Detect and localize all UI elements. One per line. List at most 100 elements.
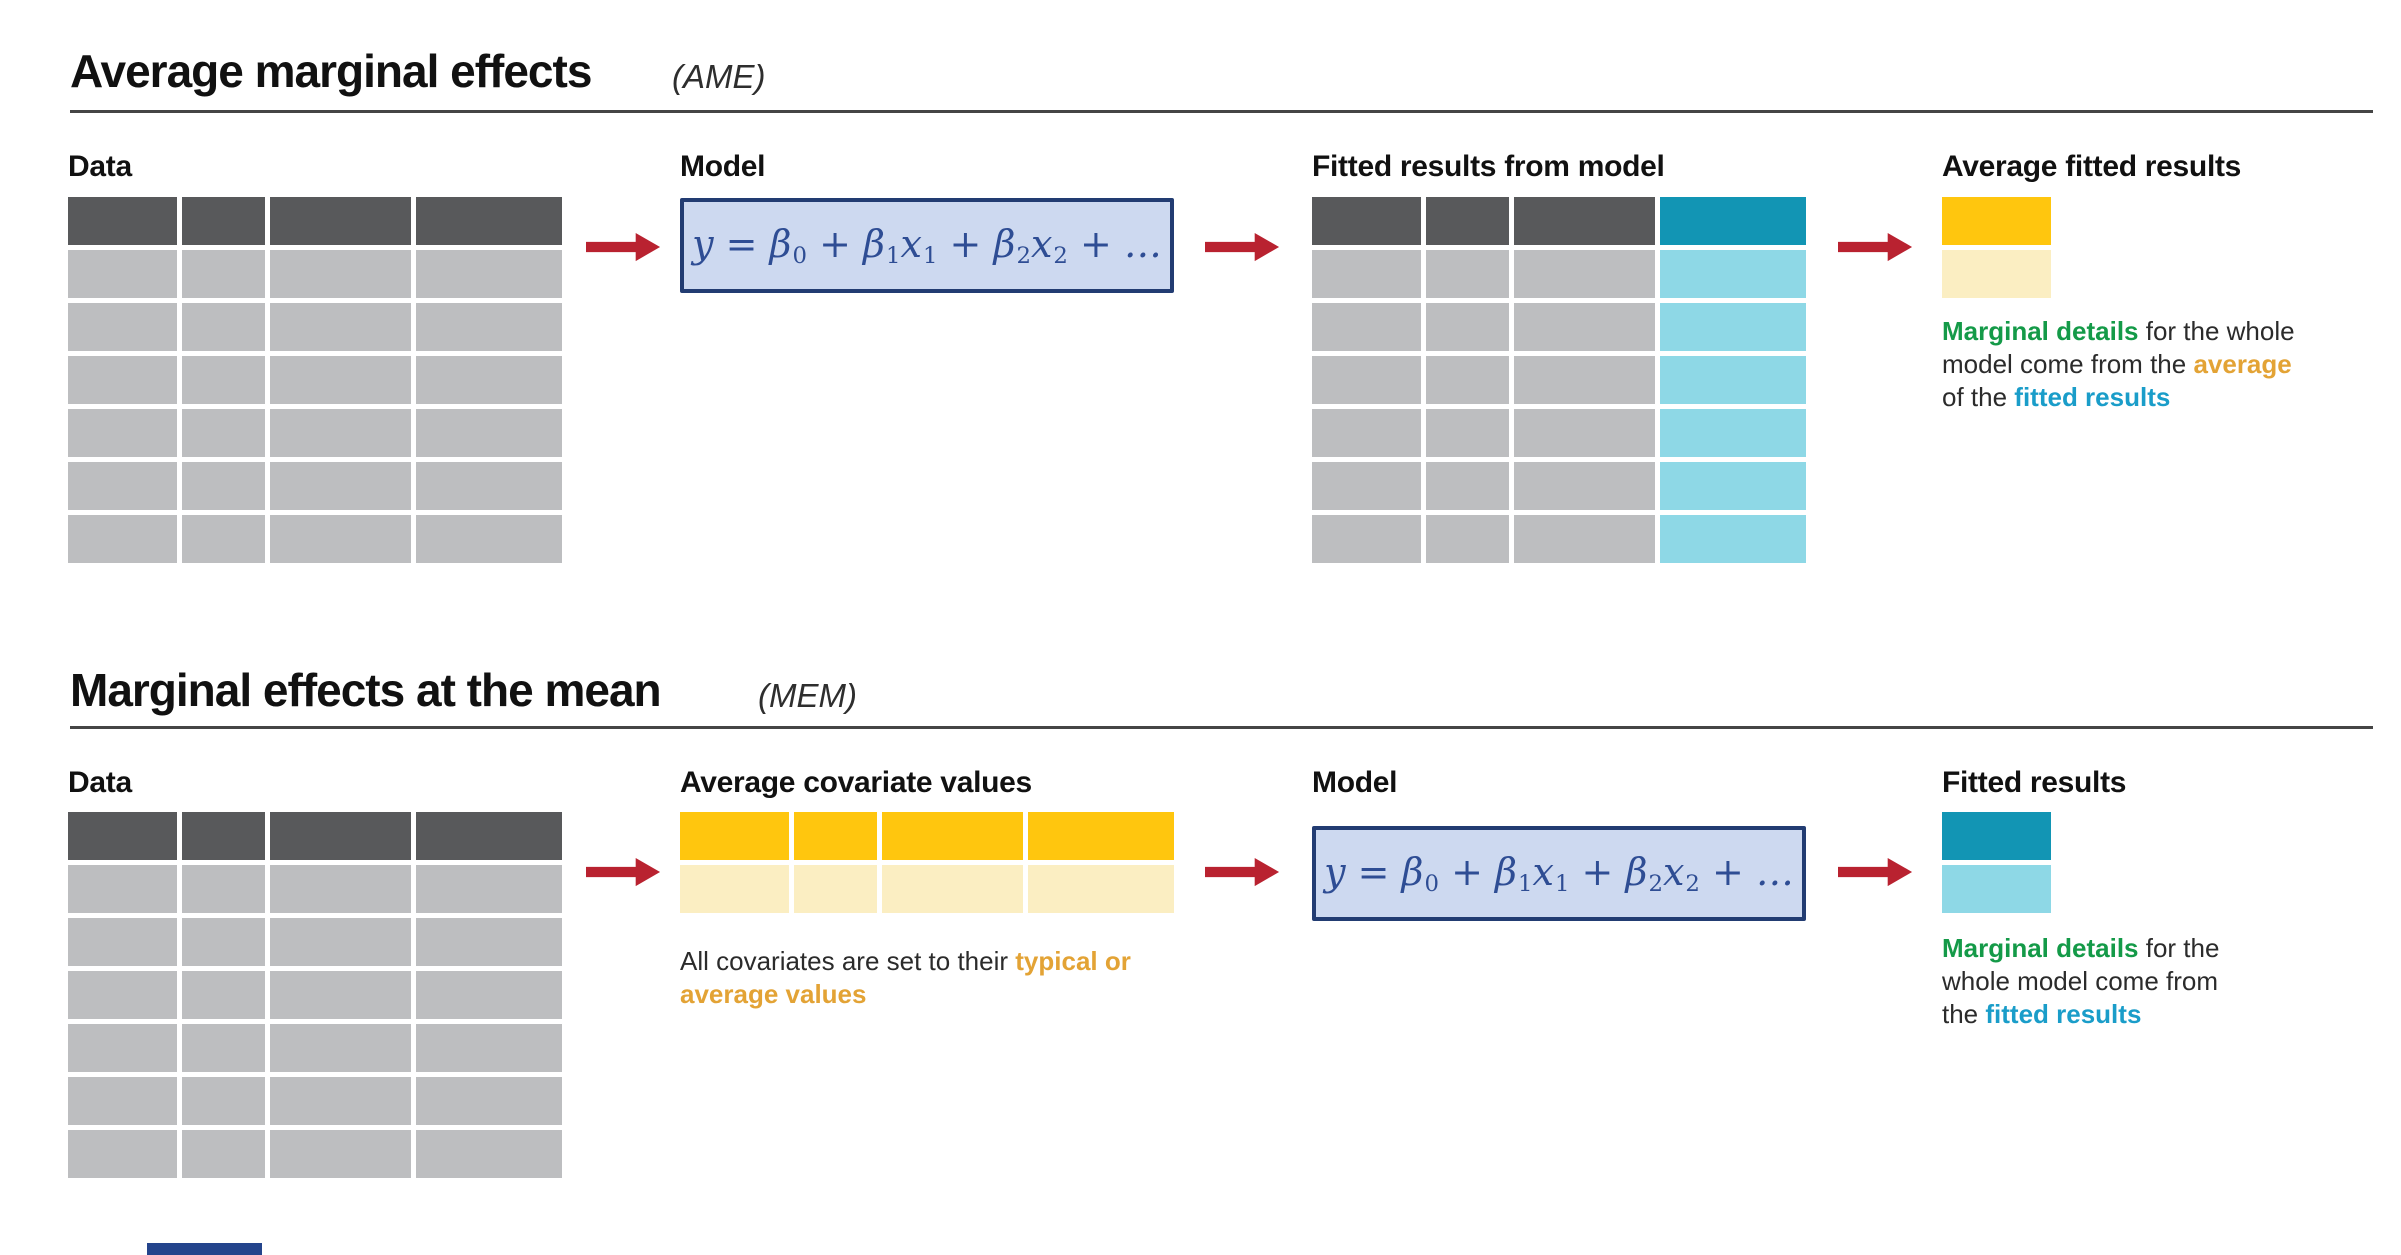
table-cell bbox=[182, 1077, 265, 1125]
table-cell bbox=[1514, 409, 1655, 457]
flow-arrow-icon bbox=[586, 232, 661, 262]
caption-segment: for the bbox=[2138, 933, 2220, 963]
section-mem-tag: (MEM) bbox=[758, 677, 857, 714]
heading-data-1: Data bbox=[68, 150, 132, 183]
table-cell bbox=[1312, 462, 1421, 510]
caption-segment: Marginal details bbox=[1942, 933, 2139, 963]
table-cell bbox=[416, 197, 562, 245]
table-cell bbox=[182, 865, 265, 913]
caption-segment: average values bbox=[680, 979, 867, 1009]
table-cell bbox=[1426, 303, 1509, 351]
table-cell bbox=[882, 865, 1023, 913]
caption-segment: fitted results bbox=[2014, 382, 2171, 412]
table-cell bbox=[1028, 812, 1174, 860]
table-cell bbox=[68, 250, 177, 298]
table-cell bbox=[270, 250, 411, 298]
data-table-2 bbox=[68, 812, 562, 1178]
heading-model-1: Model bbox=[680, 150, 766, 183]
table-cell bbox=[1312, 356, 1421, 404]
table-cell bbox=[270, 1077, 411, 1125]
heading-model-2: Model bbox=[1312, 766, 1398, 799]
table-cell bbox=[416, 250, 562, 298]
table-cell bbox=[416, 865, 562, 913]
section-ame-title: Average marginal effects bbox=[70, 45, 592, 97]
table-cell bbox=[794, 865, 877, 913]
table-cell bbox=[1660, 462, 1806, 510]
table-cell bbox=[1426, 409, 1509, 457]
caption-segment: typical or bbox=[1015, 946, 1131, 976]
caption-segment: average bbox=[2193, 349, 2292, 379]
caption-segment: of the bbox=[1942, 382, 2015, 412]
table-cell bbox=[416, 971, 562, 1019]
table-cell bbox=[270, 303, 411, 351]
covariate-caption: All covariates are set to their typical … bbox=[680, 945, 1131, 1011]
table-cell bbox=[1426, 250, 1509, 298]
table-cell bbox=[182, 303, 265, 351]
table-cell bbox=[1514, 462, 1655, 510]
caption-segment: for the whole bbox=[2138, 316, 2295, 346]
table-cell bbox=[270, 356, 411, 404]
caption-segment: whole model come from bbox=[1942, 966, 2218, 996]
table-cell bbox=[1660, 515, 1806, 563]
average-fitted-swatch-light bbox=[1942, 250, 2051, 298]
table-cell bbox=[416, 515, 562, 563]
table-cell bbox=[1660, 250, 1806, 298]
table-cell bbox=[182, 1130, 265, 1178]
heading-average-fitted-results: Average fitted results bbox=[1942, 150, 2242, 183]
table-cell bbox=[1312, 303, 1421, 351]
table-cell bbox=[1660, 356, 1806, 404]
table-cell bbox=[182, 462, 265, 510]
table-cell bbox=[270, 812, 411, 860]
table-cell bbox=[68, 356, 177, 404]
heading-data-2: Data bbox=[68, 766, 132, 799]
table-cell bbox=[1312, 515, 1421, 563]
table-cell bbox=[1660, 197, 1806, 245]
table-cell bbox=[182, 197, 265, 245]
table-cell bbox=[68, 971, 177, 1019]
table-cell bbox=[416, 409, 562, 457]
flow-arrow-icon bbox=[1205, 232, 1280, 262]
table-cell bbox=[270, 462, 411, 510]
table-cell bbox=[1514, 515, 1655, 563]
table-cell bbox=[182, 515, 265, 563]
caption-segment: Marginal details bbox=[1942, 316, 2139, 346]
table-cell bbox=[416, 1024, 562, 1072]
table-cell bbox=[680, 812, 789, 860]
table-cell bbox=[270, 1130, 411, 1178]
table-cell bbox=[1514, 197, 1655, 245]
table-cell bbox=[182, 250, 265, 298]
table-cell bbox=[882, 812, 1023, 860]
fitted-swatch-light bbox=[1942, 865, 2051, 913]
table-cell bbox=[1426, 462, 1509, 510]
table-cell bbox=[416, 1130, 562, 1178]
table-cell bbox=[1312, 409, 1421, 457]
flow-arrow-icon bbox=[586, 857, 661, 887]
fitted-swatch-dark bbox=[1942, 812, 2051, 860]
caption-segment: All covariates are set to their bbox=[680, 946, 1016, 976]
table-cell bbox=[1426, 515, 1509, 563]
table-cell bbox=[68, 515, 177, 563]
table-cell bbox=[416, 462, 562, 510]
table-cell bbox=[270, 515, 411, 563]
table-cell bbox=[1312, 250, 1421, 298]
table-cell bbox=[270, 197, 411, 245]
table-cell bbox=[416, 1077, 562, 1125]
table-cell bbox=[182, 1024, 265, 1072]
caption-segment: model come from the bbox=[1942, 349, 2194, 379]
model-equation-2: y = β0 + β1x1 + β2x2 + … bbox=[1324, 849, 1794, 898]
table-cell bbox=[416, 303, 562, 351]
table-cell bbox=[1514, 303, 1655, 351]
model-box-2: y = β0 + β1x1 + β2x2 + … bbox=[1312, 826, 1806, 921]
table-cell bbox=[68, 1130, 177, 1178]
partial-cutoff-element bbox=[147, 1243, 262, 1255]
flow-arrow-icon bbox=[1838, 232, 1913, 262]
section-mem-title: Marginal effects at the mean bbox=[70, 664, 662, 716]
flow-arrow-icon bbox=[1838, 857, 1913, 887]
heading-average-covariate-values: Average covariate values bbox=[680, 766, 1032, 799]
table-cell bbox=[270, 918, 411, 966]
model-equation-1: y = β0 + β1x1 + β2x2 + … bbox=[692, 221, 1162, 270]
table-cell bbox=[68, 865, 177, 913]
table-cell bbox=[68, 303, 177, 351]
